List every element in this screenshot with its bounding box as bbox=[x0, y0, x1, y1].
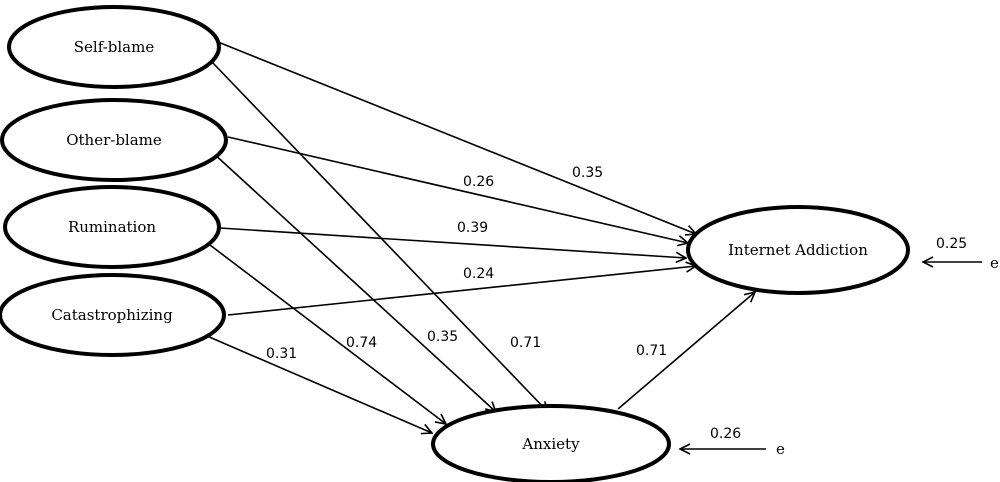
error-label-anxiety: e bbox=[776, 440, 785, 458]
coef-self-blame-to-internet-addiction: 0.35 bbox=[572, 165, 603, 181]
node-other-blame: Other-blame bbox=[0, 98, 228, 182]
node-catastrophizing-ellipse bbox=[0, 273, 226, 357]
coef-catastrophizing-to-anxiety: 0.31 bbox=[266, 346, 297, 362]
node-internet-addiction-ellipse bbox=[686, 205, 910, 295]
node-other-blame-label: Other-blame bbox=[66, 131, 162, 149]
coef-rumination-to-anxiety: 0.74 bbox=[346, 335, 377, 351]
edge-self-blame-to-internet-addiction bbox=[217, 41, 696, 234]
edge-other-blame-to-anxiety bbox=[211, 151, 496, 412]
node-rumination-label: Rumination bbox=[68, 218, 156, 236]
error-term-anxiety: 0.26 e bbox=[710, 426, 785, 458]
node-internet-addiction-label: Internet Addiction bbox=[728, 241, 868, 259]
edge-self-blame-to-anxiety bbox=[211, 61, 548, 412]
node-internet-addiction: Internet Addiction bbox=[686, 205, 910, 295]
node-anxiety-ellipse bbox=[431, 404, 671, 482]
error-value-internet-addiction: 0.25 bbox=[936, 236, 967, 252]
edge-other-blame-to-internet-addiction bbox=[227, 136, 688, 243]
edge-anxiety-to-internet-addiction bbox=[617, 292, 755, 410]
coef-catastrophizing-to-internet-addiction: 0.24 bbox=[463, 266, 494, 282]
edge-rumination-to-anxiety bbox=[205, 241, 446, 424]
coef-anxiety-to-internet-addiction: 0.71 bbox=[636, 343, 667, 359]
node-self-blame: Self-blame bbox=[7, 5, 221, 89]
error-label-internet-addiction: e bbox=[990, 254, 999, 272]
error-value-anxiety: 0.26 bbox=[710, 426, 741, 442]
edge-rumination-to-internet-addiction bbox=[219, 227, 686, 258]
node-self-blame-ellipse bbox=[7, 5, 221, 89]
node-anxiety: Anxiety bbox=[431, 404, 671, 482]
coef-other-blame-to-internet-addiction: 0.26 bbox=[463, 174, 494, 190]
coef-rumination-to-internet-addiction: 0.39 bbox=[457, 220, 488, 236]
coef-self-blame-to-anxiety: 0.71 bbox=[510, 335, 541, 351]
node-self-blame-label: Self-blame bbox=[74, 38, 155, 56]
node-other-blame-ellipse bbox=[0, 98, 228, 182]
node-rumination: Rumination bbox=[3, 185, 221, 269]
edges bbox=[205, 41, 982, 449]
node-rumination-ellipse bbox=[3, 185, 221, 269]
node-anxiety-label: Anxiety bbox=[521, 435, 580, 453]
error-term-internet-addiction: 0.25 e bbox=[936, 236, 999, 272]
node-catastrophizing-label: Catastrophizing bbox=[51, 306, 173, 324]
path-coefficients: 0.35 0.26 0.39 0.24 0.31 0.74 0.35 0.71 … bbox=[266, 165, 667, 362]
edge-catastrophizing-to-anxiety bbox=[206, 335, 432, 433]
node-catastrophizing: Catastrophizing bbox=[0, 273, 226, 357]
coef-other-blame-to-anxiety: 0.35 bbox=[427, 329, 458, 345]
edge-catastrophizing-to-internet-addiction bbox=[227, 266, 696, 316]
